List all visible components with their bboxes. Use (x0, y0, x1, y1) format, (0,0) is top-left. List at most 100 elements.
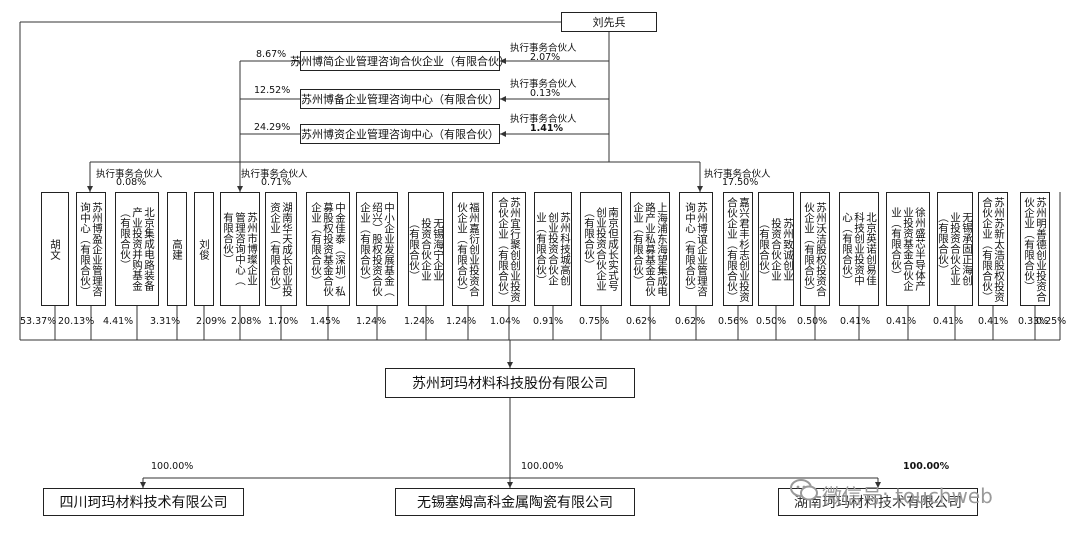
subsidiary-name: 无锡塞姆高科金属陶瓷有限公司 (417, 495, 613, 511)
arrow-head (500, 96, 506, 102)
shareholder-name: 苏州明善德创业投资合 伙企业（有限合伙） (1023, 196, 1047, 302)
gp-pct-label: 2.07% (530, 52, 561, 63)
subsidiary-name: 湖南珂玛材料技术有限公司 (794, 495, 962, 511)
shareholder-pct: 0.33% (1018, 316, 1049, 327)
shareholder-pct: 0.91% (533, 316, 564, 327)
shareholder-name: 苏州致诚创业 投资合伙企业 （有限合伙） (758, 217, 794, 281)
shareholder-name: 上海浦东海望集成电 路产业私募基金合伙 企业（有限合伙） (632, 201, 668, 297)
shareholder-pct: 1.24% (404, 316, 435, 327)
shareholder-box: 苏州明善德创业投资合 伙企业（有限合伙） (1020, 192, 1050, 306)
shareholder-pct-last: 0.25% (1036, 316, 1067, 327)
wechat-icon (790, 479, 818, 501)
subsidiary-pct: 100.00% (151, 461, 194, 472)
gp-role-label: 执行事务合伙人 (704, 169, 771, 180)
shareholder-box: 嘉兴君丰杉志创业投资 合伙企业（有限合伙） (723, 192, 753, 306)
shareholder-name: 嘉兴君丰杉志创业投资 合伙企业（有限合伙） (726, 196, 750, 302)
shareholder-box: 中小企业发展基金（ 绍兴）股权投资合伙 企业（有限合伙） (356, 192, 398, 306)
shareholder-pct: 0.56% (718, 316, 749, 327)
arrow-head (507, 482, 513, 488)
gp-role-label: 执行事务合伙人 (510, 114, 577, 125)
shareholder-pct: 1.04% (490, 316, 521, 327)
gp-role-label: 执行事务合伙人 (510, 43, 577, 54)
shareholder-name: 南京但成长实式号 创业投资合伙企业 （有限合伙） (583, 207, 619, 291)
subsidiary-pct: 100.00% (521, 461, 564, 472)
shareholder-name: 中金佳泰（深圳）私 募股权投资基金合伙 企业（有限合伙） (310, 201, 346, 297)
gp-role-label: 执行事务合伙人 (241, 169, 308, 180)
shareholder-pct: 2.08% (231, 316, 262, 327)
shareholder-box: 苏州苏新太浩股权投资 合伙企业（有限合伙） (978, 192, 1008, 306)
shareholder-box: 上海浦东海望集成电 路产业私募基金合伙 企业（有限合伙） (630, 192, 670, 306)
arrow-head (237, 186, 243, 192)
partnership-name: 苏州博资企业管理咨询中心（有限合伙） (301, 128, 499, 141)
watermark-text: 微信号: touchweb (822, 484, 993, 508)
gp-pct-label: 1.41% (530, 123, 563, 134)
partnership-box-bozi: 苏州博资企业管理咨询中心（有限合伙） (300, 124, 500, 144)
shareholder-pct: 0.41% (886, 316, 917, 327)
shareholder-name: 胡文 (49, 238, 61, 260)
shareholder-name: 刘俊 (198, 238, 210, 260)
shareholder-pct: 0.41% (978, 316, 1009, 327)
shareholder-box: 苏州沃洁股权投资合 伙企业（有限合伙） (800, 192, 830, 306)
shareholder-pct: 3.31% (150, 316, 181, 327)
shareholder-box: 苏州致诚创业 投资合伙企业 （有限合伙） (758, 192, 794, 306)
shareholder-name: 苏州宜行聚创创业投资 合伙企业（有限合伙） (497, 196, 521, 302)
person-liu-xianbing: 刘先兵 (561, 12, 657, 32)
shareholder-box: 北京集成电路装备 产业投资并购基金 （有限合伙） (115, 192, 159, 306)
company-name: 苏州珂玛材料科技股份有限公司 (412, 376, 608, 392)
shareholder-box: 无锡承固正海创 业投资合伙企业 （有限合伙） (937, 192, 973, 306)
arrow-head (87, 186, 93, 192)
arrow-head (507, 362, 513, 368)
shareholder-name: 北京英诺创易佳 科技创业投资中 心（有限合伙） (841, 212, 877, 286)
shareholder-name: 北京集成电路装备 产业投资并购基金 （有限合伙） (119, 207, 155, 291)
shareholder-box: 福州嘉衍创业投资合 伙企业（有限合伙） (452, 192, 484, 306)
shareholder-box: 苏州市博璨企业 管理咨询中心（ 有限合伙） (220, 192, 260, 306)
company-box: 苏州珂玛材料科技股份有限公司 (385, 368, 635, 398)
subsidiary-pct: 100.00% (903, 461, 950, 472)
shareholder-box: 湖南华天成长创业投 资企业（有限合伙） (265, 192, 297, 306)
shareholder-box: 高建 (167, 192, 187, 306)
shareholder-box: 胡文 (41, 192, 69, 306)
gp-role-label: 执行事务合伙人 (96, 169, 163, 180)
gp-pct-label: 0.08% (116, 177, 147, 188)
shareholder-name: 苏州博谊企业管理咨 询中心（有限合伙） (684, 201, 708, 297)
arrow-head (875, 482, 881, 488)
shareholder-box: 南京但成长实式号 创业投资合伙企业 （有限合伙） (580, 192, 622, 306)
partnership-box-bojian: 苏州博简企业管理咨询合伙企业（有限合伙） (290, 51, 510, 71)
shareholder-box: 苏州博谊企业管理咨 询中心（有限合伙） (679, 192, 713, 306)
partnership-box-bobei: 苏州博备企业管理咨询中心（有限合伙） (300, 89, 500, 109)
gp-pct-label: 17.50% (722, 177, 759, 188)
shareholder-pct: 2.09% (196, 316, 227, 327)
shareholder-pct: 0.41% (840, 316, 871, 327)
shareholder-name: 苏州沃洁股权投资合 伙企业（有限合伙） (803, 201, 827, 297)
shareholder-box: 苏州科技城高创 创业投资合伙企 业（有限合伙） (534, 192, 572, 306)
shareholder-pct: 4.41% (103, 316, 134, 327)
shareholder-name: 徐州盛芯半导体产 业投资基金合伙企 业（有限合伙） (890, 207, 926, 291)
shareholder-pct: 0.41% (933, 316, 964, 327)
shareholder-pct: 20.13% (58, 316, 95, 327)
shareholder-box: 苏州博盈企业管理咨 询中心（有限合伙） (76, 192, 106, 306)
shareholder-pct: 0.50% (756, 316, 787, 327)
shareholder-name: 福州嘉衍创业投资合 伙企业（有限合伙） (456, 201, 480, 297)
partnership-name: 苏州博简企业管理咨询合伙企业（有限合伙） (290, 55, 510, 68)
gp-pct-label: 0.71% (261, 177, 292, 188)
shareholder-box: 刘俊 (194, 192, 214, 306)
shareholder-pct: 1.45% (310, 316, 341, 327)
subsidiary-box-sichuan: 四川珂玛材料技术有限公司 (43, 488, 244, 516)
shareholder-name: 高建 (171, 238, 183, 260)
shareholder-box: 北京英诺创易佳 科技创业投资中 心（有限合伙） (839, 192, 879, 306)
arrow-head (500, 58, 506, 64)
shareholder-pct: 1.24% (356, 316, 387, 327)
partnership-name: 苏州博备企业管理咨询中心（有限合伙） (301, 93, 499, 106)
shareholder-name: 苏州博盈企业管理咨 询中心（有限合伙） (79, 201, 103, 297)
shareholder-pct: 53.37% (20, 316, 57, 327)
holding-pct-label: 12.52% (254, 85, 291, 96)
subsidiary-name: 四川珂玛材料技术有限公司 (59, 495, 228, 511)
shareholder-name: 无锡海宁企业 投资合伙企业 （有限合伙） (408, 217, 444, 281)
shareholder-box: 徐州盛芯半导体产 业投资基金合伙企 业（有限合伙） (886, 192, 930, 306)
subsidiary-box-wuxi: 无锡塞姆高科金属陶瓷有限公司 (395, 488, 635, 516)
shareholder-pct: 1.70% (268, 316, 299, 327)
shareholder-pct: 0.62% (626, 316, 657, 327)
shareholder-name: 无锡承固正海创 业投资合伙企业 （有限合伙） (937, 212, 973, 286)
shareholder-name: 中小企业发展基金（ 绍兴）股权投资合伙 企业（有限合伙） (359, 201, 395, 297)
